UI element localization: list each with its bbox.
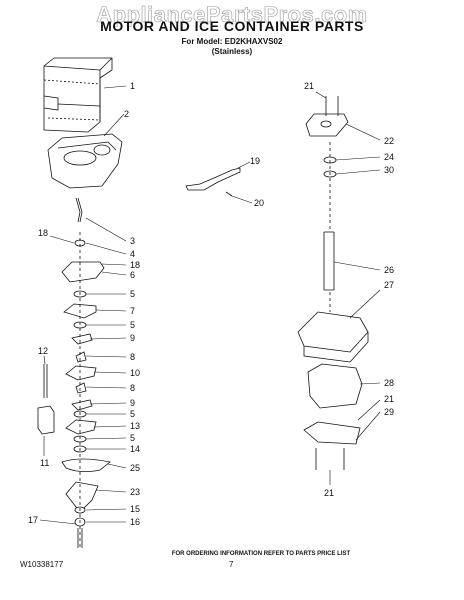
callout-14: 14: [130, 444, 140, 454]
leader-lines: [39, 85, 381, 525]
page-number: 7: [229, 560, 234, 569]
callout-2: 2: [124, 109, 129, 119]
callout-9-b: 9: [130, 398, 135, 408]
auger-rod-part: [75, 197, 83, 223]
callout-6: 6: [130, 270, 135, 280]
callout-29: 29: [384, 407, 394, 417]
callout-19: 19: [250, 156, 260, 166]
callout-21-middle: 21: [384, 394, 394, 404]
block-part-11: [37, 405, 55, 435]
callout-9-a: 9: [130, 333, 135, 343]
callout-16: 16: [130, 517, 140, 527]
callout-labels: 1 2 3 4 18 18 6 5 7 5 9 12 8 10 8 9 5 13…: [28, 81, 394, 527]
ordering-note: FOR ORDERING INFORMATION REFER TO PARTS …: [171, 551, 351, 557]
callout-15: 15: [130, 504, 140, 514]
variant-subtitle: (Stainless): [211, 47, 253, 56]
callout-26: 26: [384, 265, 394, 275]
right-stack-parts: [297, 96, 369, 470]
callout-17: 17: [28, 515, 38, 525]
rod-part-12: [43, 364, 48, 398]
callout-21-top: 21: [304, 81, 314, 91]
callout-5-c: 5: [130, 409, 135, 419]
auger-housing-part: [47, 133, 123, 189]
callout-13: 13: [130, 421, 140, 431]
callout-3: 3: [130, 236, 135, 246]
callout-24: 24: [384, 152, 394, 162]
callout-8-b: 8: [130, 383, 135, 393]
callout-4: 4: [130, 249, 135, 259]
callout-23: 23: [130, 487, 140, 497]
callout-10: 10: [130, 368, 140, 378]
callout-5-a: 5: [130, 289, 135, 299]
callout-5-d: 5: [130, 433, 135, 443]
center-stack-parts: [61, 232, 111, 548]
callout-22: 22: [384, 136, 394, 146]
callout-18-left: 18: [38, 228, 48, 238]
callout-21-bottom: 21: [324, 488, 334, 498]
callout-30: 30: [384, 165, 394, 175]
screw-part-20: [225, 191, 233, 197]
clip-part-19: [185, 167, 241, 191]
callout-27: 27: [384, 280, 394, 290]
callout-8-a: 8: [130, 352, 135, 362]
callout-12: 12: [38, 346, 48, 356]
watermark-text: AppliancePartsPros.com: [96, 2, 368, 28]
model-subtitle: For Model: ED2KHAXVS02: [181, 37, 283, 46]
callout-7: 7: [130, 306, 135, 316]
callout-11: 11: [40, 458, 49, 468]
page-title: MOTOR AND ICE CONTAINER PARTS: [100, 18, 364, 34]
ice-container-part: [43, 57, 113, 133]
callout-18-right: 18: [130, 260, 140, 270]
callout-1: 1: [130, 81, 135, 91]
callout-5-b: 5: [130, 320, 135, 330]
callout-25: 25: [130, 463, 140, 473]
callout-28: 28: [384, 378, 394, 388]
document-number: W10338177: [20, 560, 64, 569]
callout-20: 20: [254, 198, 264, 208]
